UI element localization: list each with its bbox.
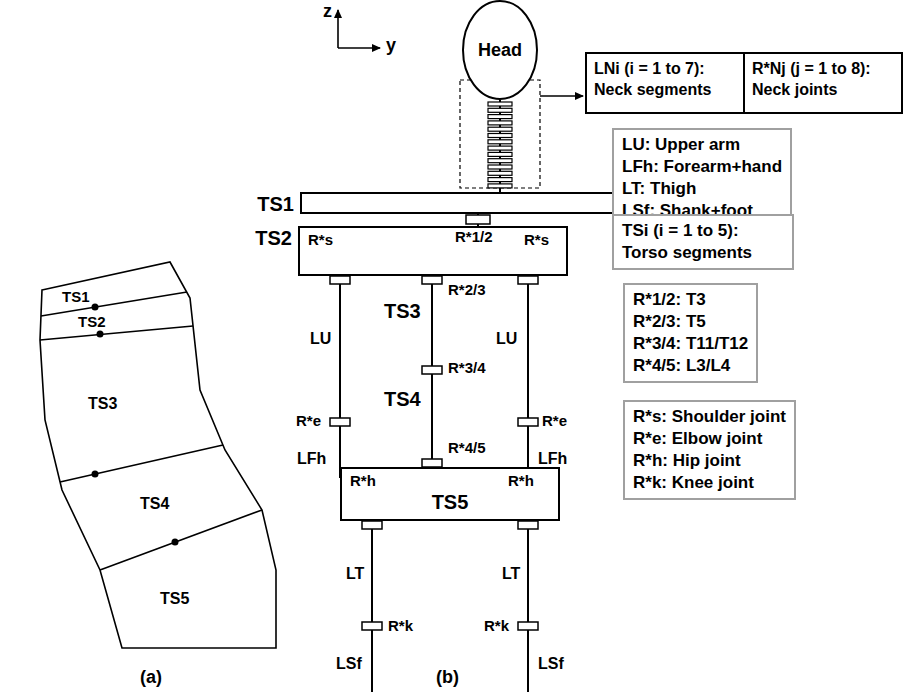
panel-label: (a) <box>140 668 162 688</box>
neck-legend-cell: R*Nj (j = 1 to 8): Neck joints <box>743 52 903 114</box>
legend-entry: R*e: Elbow joint <box>633 428 786 450</box>
segment-name: TS4 <box>140 495 169 513</box>
legend-entry: R*h: Hip joint <box>633 450 786 472</box>
segment-name: TS2 <box>255 227 292 250</box>
neck-segment <box>488 184 512 188</box>
legend-entry: R*2/3: T5 <box>633 311 748 333</box>
segment-name: TS5 <box>160 590 189 608</box>
axis-label: y <box>386 36 396 56</box>
panel-label: (b) <box>436 668 459 688</box>
neck-segment <box>488 159 512 163</box>
joint-legend-box: R*s: Shoulder jointR*e: Elbow jointR*h: … <box>623 400 796 500</box>
segment-name: TS1 <box>257 193 294 216</box>
neck-segment <box>488 165 512 169</box>
axes <box>338 10 380 48</box>
segment-name: TS3 <box>88 395 117 413</box>
joint-label: R*4/5 <box>448 440 486 457</box>
joint-symbols <box>330 215 538 630</box>
joint-label: R*3/4 <box>448 360 486 377</box>
legend-entry: R*3/4: T11/T12 <box>633 333 748 355</box>
joint-label: R*h <box>508 473 534 490</box>
neck-segment <box>488 178 512 182</box>
torso-legend-box: TSi (i = 1 to 5): Torso segments <box>612 214 794 270</box>
joint-label: R*h <box>350 473 376 490</box>
neck-segment <box>488 134 512 138</box>
joint-label: R*k <box>484 618 509 635</box>
legend-entry: TSi (i = 1 to 5): Torso segments <box>622 220 784 264</box>
joint-label: R*e <box>542 413 567 430</box>
neck-segment <box>488 146 512 150</box>
legend-entry: LFh: Forearm+hand <box>622 156 782 178</box>
joint-label: R*2/3 <box>448 282 486 299</box>
segment-name: TS4 <box>384 388 421 410</box>
neck-segment <box>488 115 512 119</box>
neck-segment <box>488 171 512 175</box>
neck-segment <box>488 121 512 125</box>
torso-outline <box>40 262 276 648</box>
joint-label: R*e <box>296 413 321 430</box>
neck-segment <box>488 127 512 131</box>
link-label: LU <box>310 330 331 348</box>
legend-entry: R*s: Shoulder joint <box>633 406 786 428</box>
segment-name: TS3 <box>384 300 421 322</box>
neck-legend-text: LNi (i = 1 to 7): Neck segments <box>594 59 736 101</box>
legend-entry: LU: Upper arm <box>622 134 782 156</box>
legend-entry: R*1/2: T3 <box>633 289 748 311</box>
neck-segment <box>488 140 512 144</box>
neck-segment <box>488 108 512 112</box>
neck-callout-arrow <box>540 95 583 97</box>
link-label: LT <box>346 565 364 583</box>
head-ellipse: Head <box>462 0 538 100</box>
joint-legend-box: R*1/2: T3R*2/3: T5R*3/4: T11/T12R*4/5: L… <box>623 283 758 383</box>
axis-label: z <box>323 2 332 22</box>
neck-legend-text: R*Nj (j = 1 to 8): Neck joints <box>752 59 894 101</box>
neck-segment <box>488 152 512 156</box>
legend-entry: LT: Thigh <box>622 178 782 200</box>
link-label: LFh <box>538 450 567 468</box>
link-label: LT <box>502 565 520 583</box>
joint-label: R*s <box>308 232 333 249</box>
joint-label: R*k <box>388 618 413 635</box>
neck-legend-cell: LNi (i = 1 to 7): Neck segments <box>585 52 745 114</box>
neck-segment <box>488 102 512 106</box>
link-label: LFh <box>297 450 326 468</box>
neck-chain <box>488 102 512 188</box>
joint-label: R*s <box>524 232 549 249</box>
legend-entry: R*4/5: L3/L4 <box>633 355 748 377</box>
link-label: LSf <box>336 655 362 673</box>
segment-name: TS1 <box>62 289 90 306</box>
link-label: LSf <box>538 655 564 673</box>
head-label: Head <box>478 40 522 61</box>
link-label: LU <box>496 330 517 348</box>
segment-dots <box>92 304 179 546</box>
segment-name: TS2 <box>78 314 106 331</box>
joint-label: R*1/2 <box>455 229 493 246</box>
legend-entry: R*k: Knee joint <box>633 472 786 494</box>
